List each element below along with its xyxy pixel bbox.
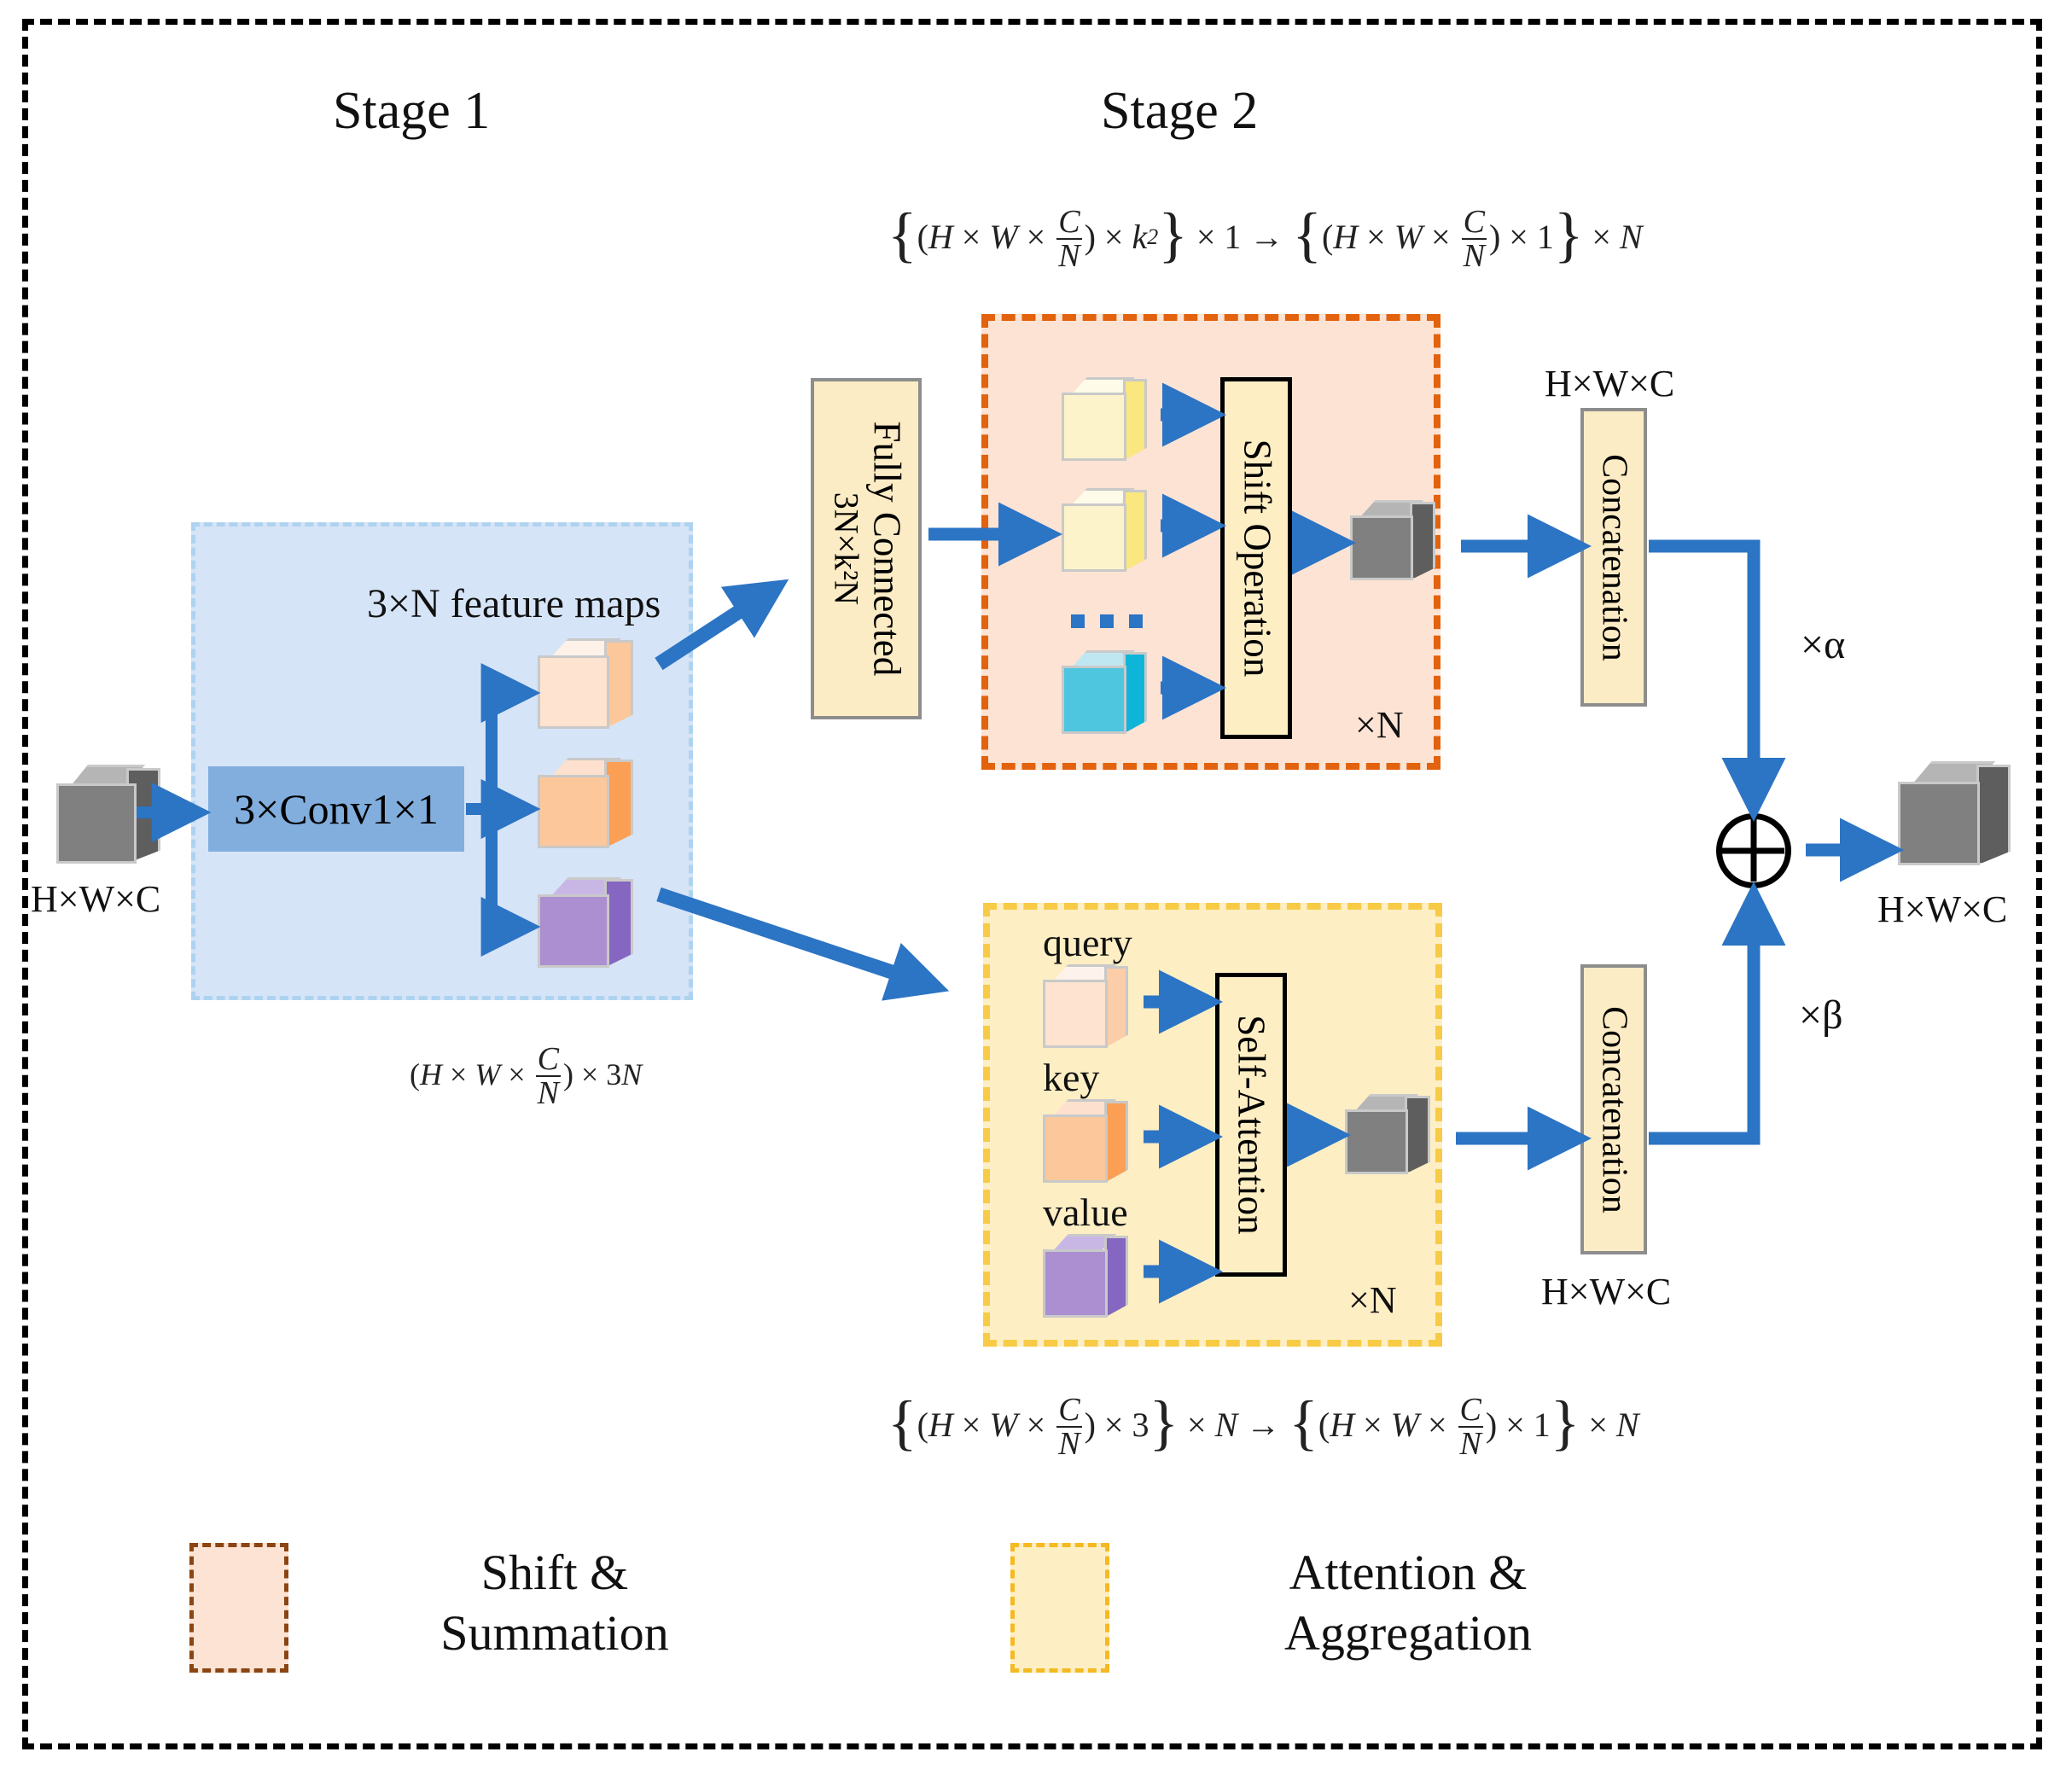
shift-ellipsis [1071, 614, 1165, 631]
concatenation-top-block: Concatenation [1580, 408, 1647, 707]
conv-block: 3×Conv1×1 [208, 766, 464, 852]
shift-operation-label: Shift Operation [1235, 439, 1278, 678]
legend-swatch-shift [189, 1543, 288, 1673]
value-label: value [1043, 1190, 1128, 1234]
self-attention-label: Self-Attention [1230, 1015, 1273, 1235]
query-cube [1039, 964, 1128, 1053]
input-feature-cube [53, 765, 162, 867]
self-attention-block: Self-Attention [1215, 973, 1287, 1277]
legend-attn-line2: Aggregation [1284, 1604, 1532, 1661]
fc-label-line1: Fully Connected [864, 421, 908, 677]
concat-bottom-label: Concatenation [1594, 1005, 1634, 1214]
input-dim-label: H×W×C [31, 878, 161, 920]
stage-2-title: Stage 2 [1101, 82, 1259, 140]
value-cube [1039, 1234, 1128, 1323]
legend-shift-line1: Shift & [480, 1545, 629, 1600]
legend-attn-line1: Attention & [1289, 1545, 1528, 1600]
shift-cube-1 [1058, 377, 1147, 466]
fc-label-line2: 3N×k²N [827, 492, 865, 606]
shift-repeat-label: ×N [1355, 704, 1404, 746]
shift-cube-2 [1058, 488, 1147, 577]
alpha-label: ×α [1801, 622, 1846, 667]
legend-shift-line2: Summation [440, 1604, 669, 1661]
key-cube [1039, 1099, 1128, 1188]
outer-dashed-frame [22, 19, 2042, 1749]
shift-cube-last [1058, 650, 1147, 739]
shift-output-cube [1347, 500, 1435, 585]
beta-label: ×β [1799, 992, 1843, 1038]
output-dim-label: H×W×C [1877, 888, 2008, 930]
feature-cube-purple [534, 877, 635, 973]
concat-top-dim-label: H×W×C [1545, 363, 1675, 405]
stage-1-title: Stage 1 [333, 82, 491, 140]
summation-operator-icon [1716, 813, 1791, 888]
legend-swatch-attention [1010, 1543, 1109, 1673]
legend-label-shift: Shift & Summation [410, 1543, 700, 1664]
concat-top-label: Concatenation [1594, 453, 1634, 661]
concat-bottom-dim-label: H×W×C [1541, 1271, 1672, 1312]
output-feature-cube [1894, 761, 2012, 870]
query-label: query [1043, 921, 1132, 964]
fully-connected-block: Fully Connected 3N×k²N [811, 378, 922, 719]
feature-cube-peach [534, 638, 635, 734]
feature-maps-label: 3×N feature maps [367, 581, 661, 626]
concatenation-bottom-block: Concatenation [1580, 964, 1647, 1254]
feature-cube-orange [534, 758, 635, 853]
attention-repeat-label: ×N [1348, 1279, 1397, 1321]
legend-label-attention: Attention & Aggregation [1229, 1543, 1587, 1664]
attention-output-cube [1342, 1094, 1430, 1179]
shift-operation-block: Shift Operation [1220, 377, 1292, 739]
key-label: key [1043, 1056, 1100, 1099]
